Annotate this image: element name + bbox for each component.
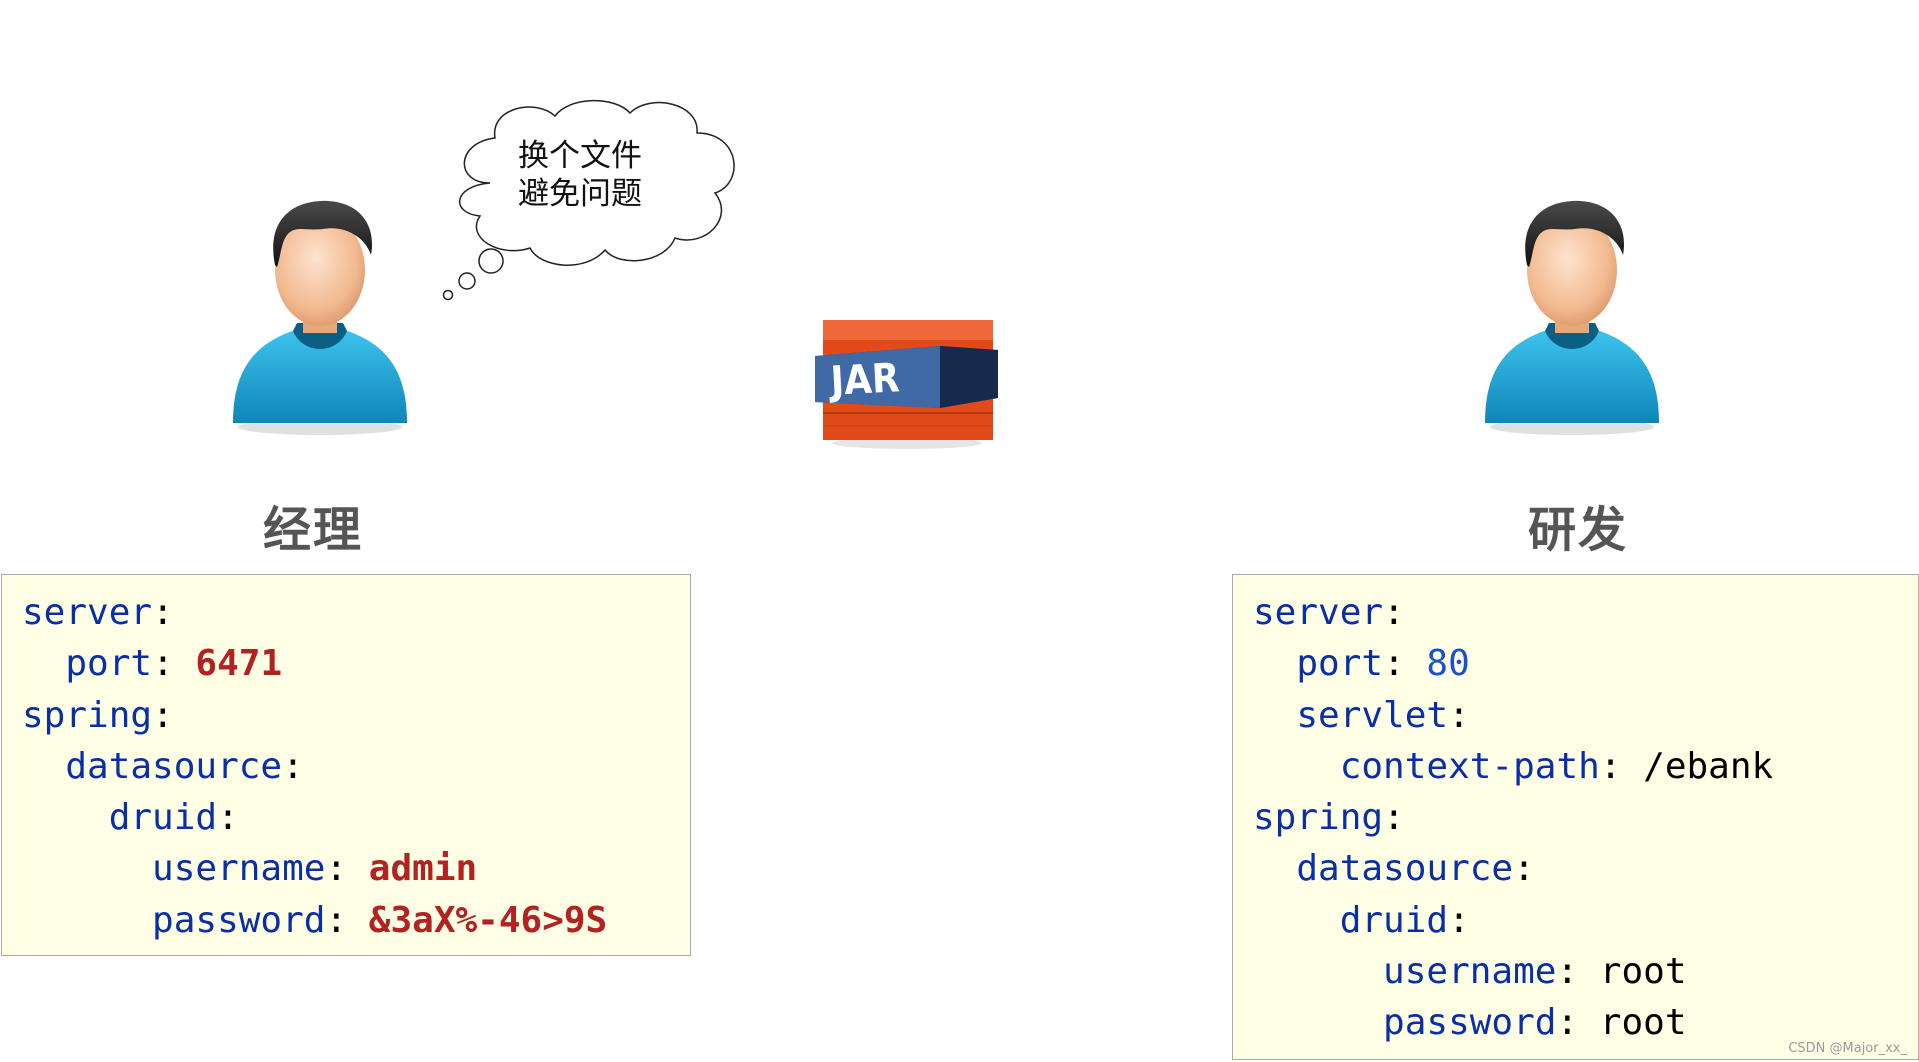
config-line: druid: (22, 792, 670, 843)
yaml-value: root (1599, 1002, 1687, 1044)
config-line: datasource: (22, 741, 670, 792)
yaml-sep: : (1599, 745, 1644, 787)
yaml-sep: : (152, 694, 174, 736)
yaml-sep: : (325, 848, 369, 890)
yaml-sep: : (1383, 643, 1427, 685)
config-line: context-path: /ebank (1253, 741, 1898, 792)
yaml-sep: : (1448, 694, 1470, 736)
yaml-sep: : (1556, 951, 1600, 993)
config-line: server: (22, 587, 670, 638)
yaml-key: druid (108, 797, 218, 839)
yaml-key: datasource (1296, 848, 1514, 890)
config-line: servlet: (1253, 690, 1898, 741)
yaml-key: context-path (1339, 745, 1600, 787)
config-line: password: root (1253, 997, 1898, 1048)
yaml-key: server (1253, 592, 1384, 633)
yaml-value: 80 (1426, 643, 1470, 685)
config-line: server: (1253, 587, 1898, 638)
thought-line-2: 避免问题 (518, 176, 642, 212)
yaml-key: datasource (65, 745, 283, 787)
yaml-value: &3aX%-46>9S (368, 899, 608, 941)
config-line: username: admin (22, 843, 670, 894)
yaml-key: servlet (1296, 694, 1449, 736)
yaml-sep: : (282, 745, 304, 787)
yaml-sep: : (152, 592, 174, 633)
config-line: port: 80 (1253, 638, 1898, 689)
yaml-key: password (1383, 1002, 1557, 1044)
developer-avatar-icon (1485, 200, 1659, 435)
thought-bubble-text: 换个文件 避免问题 (495, 137, 665, 213)
manager-avatar-icon (233, 200, 407, 435)
yaml-key: server (22, 592, 153, 633)
developer-config-box: server: port: 80 servlet: context-path: … (1232, 574, 1919, 1060)
watermark: CSDN @Major_xx_ (1788, 1041, 1907, 1056)
yaml-key: spring (22, 694, 153, 736)
yaml-value: root (1599, 951, 1687, 993)
thought-line-1: 换个文件 (518, 138, 642, 174)
jar-label: JAR (826, 355, 900, 405)
yaml-value: /ebank (1643, 745, 1774, 787)
yaml-sep: : (1383, 797, 1405, 839)
developer-label: 研发 (1528, 502, 1629, 558)
manager-config-box: server: port: 6471 spring: datasource: d… (1, 574, 691, 956)
config-line: spring: (22, 690, 670, 741)
yaml-sep: : (1383, 592, 1405, 633)
yaml-sep: : (1513, 848, 1535, 890)
jar-file-icon: JAR (815, 320, 998, 449)
config-line: username: root (1253, 946, 1898, 997)
config-line: druid: (1253, 895, 1898, 946)
thought-cloud-icon (442, 99, 735, 301)
config-line: datasource: (1253, 843, 1898, 894)
yaml-key: spring (1253, 797, 1384, 839)
yaml-sep: : (217, 797, 239, 839)
config-line: spring: (1253, 792, 1898, 843)
yaml-sep: : (1448, 899, 1470, 941)
config-line: port: 6471 (22, 638, 670, 689)
yaml-key: druid (1339, 899, 1449, 941)
yaml-key: username (152, 848, 326, 890)
yaml-key: password (152, 899, 326, 941)
yaml-key: username (1383, 951, 1557, 993)
yaml-sep: : (152, 643, 196, 685)
yaml-key: port (65, 643, 153, 685)
yaml-value: admin (368, 848, 478, 890)
config-line: password: &3aX%-46>9S (22, 895, 670, 946)
yaml-key: port (1296, 643, 1384, 685)
yaml-sep: : (325, 899, 369, 941)
yaml-sep: : (1556, 1002, 1600, 1044)
yaml-value: 6471 (195, 643, 283, 685)
manager-label: 经理 (263, 502, 364, 558)
